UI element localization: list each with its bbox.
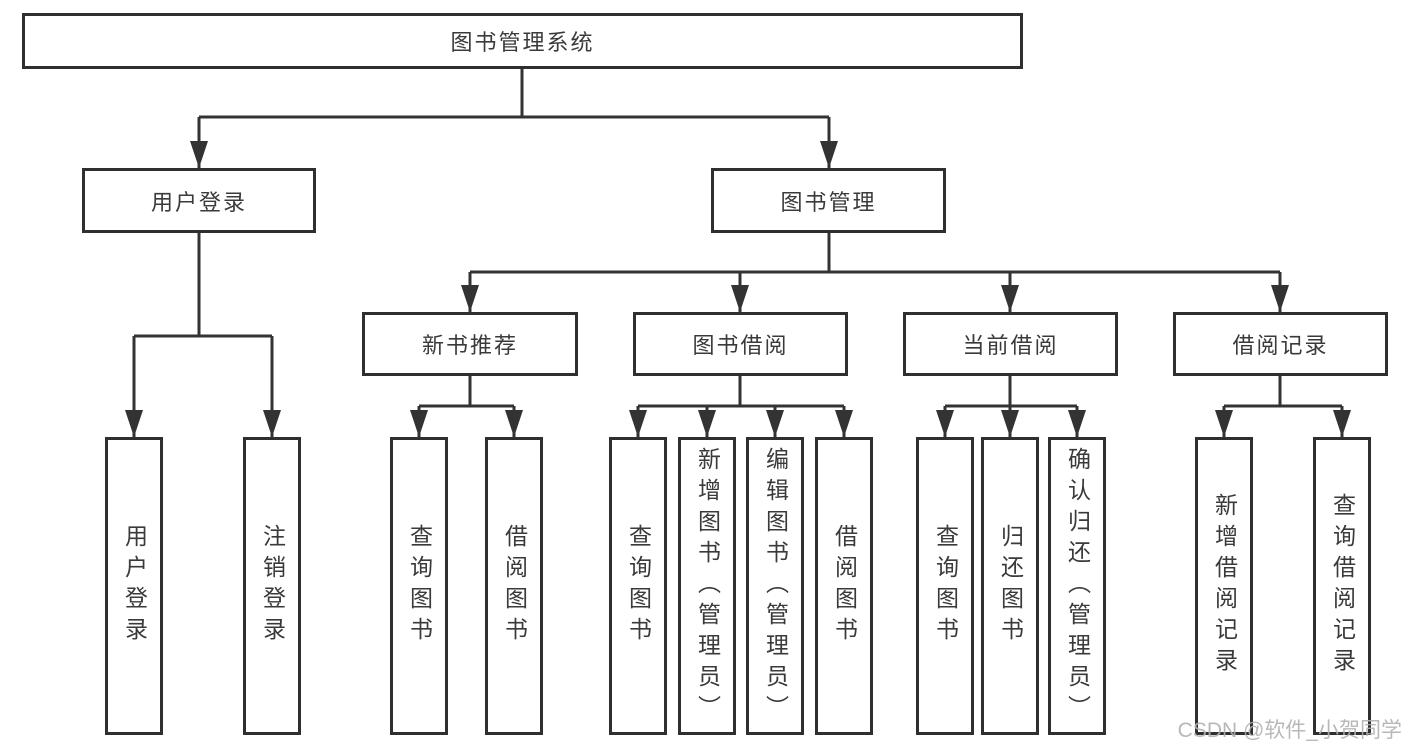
leaf-query-books-current: 查询图书 (916, 437, 974, 735)
node-root-label: 图书管理系统 (450, 30, 595, 55)
node-user-login: 用户登录 (82, 168, 316, 233)
leaf-query-books-borrow-label: 查询图书 (625, 524, 652, 648)
node-root: 图书管理系统 (22, 13, 1023, 69)
node-book-management: 图书管理 (711, 168, 946, 233)
leaf-logout-login: 注销登录 (243, 437, 301, 735)
leaf-query-books-current-label: 查询图书 (932, 524, 959, 648)
leaf-query-borrow-record-label: 查询借阅记录 (1329, 493, 1356, 679)
leaf-add-books-admin: 新增图书（管理员） (678, 437, 736, 735)
node-borrow-records: 借阅记录 (1173, 312, 1388, 376)
leaf-query-books-borrow: 查询图书 (609, 437, 667, 735)
node-borrow-records-label: 借阅记录 (1232, 333, 1329, 358)
leaf-query-borrow-record: 查询借阅记录 (1313, 437, 1371, 735)
leaf-add-borrow-record-label: 新增借阅记录 (1211, 493, 1238, 679)
csdn-watermark: CSDN @软件_小贺同学 (1177, 719, 1402, 742)
node-new-book-recommend-label: 新书推荐 (421, 333, 518, 358)
node-new-book-recommend: 新书推荐 (362, 312, 578, 376)
leaf-query-books-recommend-label: 查询图书 (406, 524, 433, 648)
leaf-borrow-books-borrow-label: 借阅图书 (831, 524, 858, 648)
leaf-borrow-books-borrow: 借阅图书 (815, 437, 873, 735)
leaf-return-books-label: 归还图书 (997, 524, 1024, 648)
leaf-query-books-recommend: 查询图书 (390, 437, 448, 735)
leaf-return-books: 归还图书 (981, 437, 1039, 735)
leaf-logout-login-label: 注销登录 (259, 524, 286, 648)
leaf-add-borrow-record: 新增借阅记录 (1195, 437, 1253, 735)
leaf-borrow-books-recommend: 借阅图书 (485, 437, 543, 735)
leaf-edit-books-admin: 编辑图书（管理员） (746, 437, 804, 735)
leaf-user-login: 用户登录 (105, 437, 163, 735)
node-book-management-label: 图书管理 (780, 189, 877, 215)
node-current-borrow: 当前借阅 (903, 312, 1118, 376)
node-user-login-label: 用户登录 (150, 189, 247, 215)
leaf-edit-books-admin-label: 编辑图书（管理员） (762, 446, 789, 726)
leaf-confirm-return-admin: 确认归还（管理员） (1048, 437, 1106, 735)
leaf-add-books-admin-label: 新增图书（管理员） (694, 446, 721, 726)
node-current-borrow-label: 当前借阅 (962, 333, 1059, 358)
node-book-borrow-label: 图书借阅 (692, 333, 789, 358)
leaf-borrow-books-recommend-label: 借阅图书 (501, 524, 528, 648)
leaf-user-login-label: 用户登录 (121, 524, 148, 648)
leaf-confirm-return-admin-label: 确认归还（管理员） (1064, 446, 1091, 726)
node-book-borrow: 图书借阅 (633, 312, 848, 376)
